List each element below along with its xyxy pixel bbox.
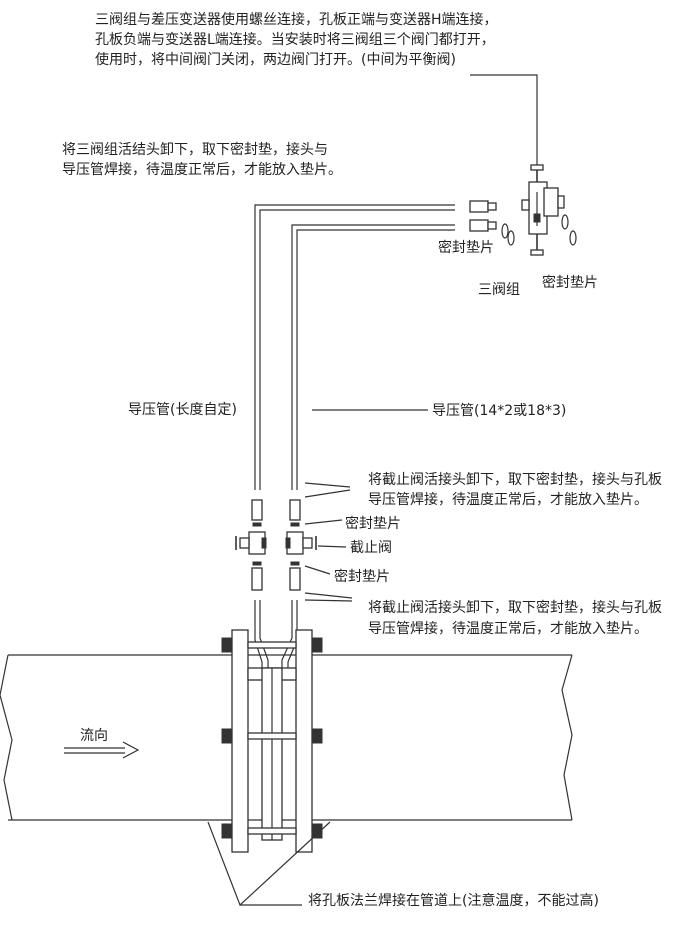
label-pressure-pipe-spec: 导压管(14*2或18*3) [432, 403, 566, 419]
label-three-valve: 三阀组 [478, 282, 520, 298]
orifice-taps [254, 600, 298, 668]
stop-valve-left [235, 531, 267, 555]
note-stop-valve-lower: 将截止阀活接头卸下，取下密封垫，接头与孔板 导压管焊接，待温度正常后，才能放入垫… [368, 599, 662, 637]
note-flange-weld: 将孔板法兰焊接在管道上(注意温度，不能过高) [308, 892, 599, 909]
label-flow: 流向 [80, 728, 108, 744]
note-three-valve-connection: 三阀组与差压变送器使用螺丝连接，孔板正端与变送器H端连接， 孔板负端与变送器L端… [95, 11, 498, 68]
label-gasket-upper: 密封垫片 [345, 515, 401, 532]
stop-valve-lower-stubs [251, 561, 301, 591]
three-valve-manifold [521, 164, 565, 256]
gasket-ovals-right [561, 214, 577, 246]
note-line: 将三阀组活结头卸下，取下密封垫，接头与 [62, 141, 328, 158]
note-line: 导压管焊接，待温度正常后，才能放入垫片。 [368, 491, 648, 508]
stop-valve-upper-stubs [251, 499, 301, 527]
note-union-weld: 将三阀组活结头卸下，取下密封垫，接头与 导压管焊接，待温度正常后，才能放入垫片。 [62, 141, 342, 178]
gasket-ovals-left [501, 223, 515, 246]
flow-arrow: 流向 [64, 728, 140, 759]
label-pressure-pipe-length: 导压管(长度自定) [128, 402, 237, 418]
label-gasket-lower: 密封垫片 [334, 568, 390, 585]
main-pipe [0, 654, 573, 821]
leader-line [304, 519, 343, 525]
pressure-pipes [254, 204, 455, 490]
orifice-flange [221, 629, 323, 853]
leader-line [470, 74, 538, 165]
note-line: 将截止阀活接头卸下，取下密封垫，接头与孔板 [368, 599, 662, 616]
stop-valve-right [285, 531, 317, 555]
leader-line [317, 545, 347, 548]
label-stop-valve: 截止阀 [350, 540, 392, 556]
union-fittings [469, 200, 497, 232]
note-stop-valve-upper: 将截止阀活接头卸下，取下密封垫，接头与孔板 导压管焊接，待温度正常后，才能放入垫… [368, 471, 662, 508]
leader-line [304, 565, 331, 575]
label-gasket-left: 密封垫片 [438, 239, 494, 256]
note-line: 孔板负端与变送器L端连接。当安装时将三阀组三个阀门都打开， [95, 31, 495, 48]
note-line: 导压管焊接，待温度正常后，才能放入垫片。 [62, 161, 342, 178]
leader-line [304, 482, 351, 498]
leader-line [304, 592, 353, 602]
label-gasket-right: 密封垫片 [542, 274, 598, 291]
note-line: 三阀组与差压变送器使用螺丝连接，孔板正端与变送器H端连接， [95, 11, 498, 28]
note-line: 导压管焊接，待温度正常后，才能放入垫片。 [368, 620, 648, 637]
note-line: 将截止阀活接头卸下，取下密封垫，接头与孔板 [368, 471, 662, 488]
note-line: 使用时，将中间阀门关闭，两边阀门打开。(中间为平衡阀) [95, 51, 456, 68]
